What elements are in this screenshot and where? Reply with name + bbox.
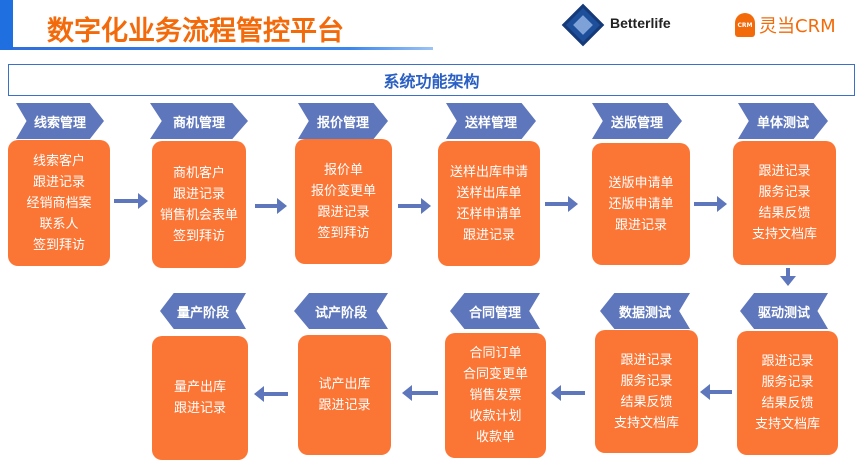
stage-box: 线索客户跟进记录经销商档案联系人签到拜访 <box>8 140 110 266</box>
stage-item: 跟进记录 <box>317 204 370 220</box>
stage-item: 跟进记录 <box>614 217 667 233</box>
stage-item: 签到拜访 <box>172 228 225 244</box>
stage-box: 送版申请单还版申请单跟进记录 <box>592 143 690 265</box>
stage-box: 合同订单合同变更单销售发票收款计划收款单 <box>445 333 546 458</box>
stage-item: 支持文档库 <box>754 417 820 432</box>
stage-item: 服务记录 <box>758 185 811 200</box>
stage-item: 销售机会表单 <box>159 207 238 223</box>
stage-item: 跟进记录 <box>462 227 515 243</box>
left-arrow-icon <box>551 385 585 401</box>
betterlife-logo: Betterlife <box>561 3 671 47</box>
stage-item: 跟进记录 <box>761 354 814 369</box>
stage-tag: 试产阶段 <box>294 293 388 329</box>
section-title: 系统功能架构 <box>8 64 855 96</box>
right-arrow-icon <box>114 193 148 209</box>
stage-tag: 数据测试 <box>600 293 690 329</box>
stage-item: 结果反馈 <box>761 396 814 411</box>
stage-item: 跟进记录 <box>318 398 371 413</box>
stage-item: 合同变更单 <box>462 367 528 382</box>
stage-item: 支持文档库 <box>613 415 679 431</box>
stage-tag: 报价管理 <box>298 103 388 139</box>
stage-item: 经销商档案 <box>26 195 92 211</box>
down-arrow-icon <box>780 268 796 286</box>
stage-item: 结果反馈 <box>758 206 811 221</box>
stage-box: 跟进记录服务记录结果反馈支持文档库 <box>595 330 698 453</box>
stage-box: 跟进记录服务记录结果反馈支持文档库 <box>737 331 838 455</box>
stage-item: 合同订单 <box>469 346 522 361</box>
brand-name-crm: 灵当CRM <box>759 16 836 37</box>
diamond-logo-icon <box>561 3 605 47</box>
stage-item: 跟进记录 <box>620 352 673 368</box>
stage-item: 服务记录 <box>620 373 673 389</box>
stage-tag: 送版管理 <box>592 103 682 139</box>
header-divider <box>13 47 433 50</box>
right-arrow-icon <box>694 196 727 212</box>
stage-item: 送版申请单 <box>608 175 674 191</box>
right-arrow-icon <box>545 196 578 212</box>
stage-item: 收款单 <box>475 430 515 445</box>
stage-box: 送样出库申请送样出库单还样申请单跟进记录 <box>438 141 540 266</box>
right-arrow-icon <box>255 198 287 214</box>
stage-box: 量产出库跟进记录 <box>152 336 248 460</box>
stage-item: 跟进记录 <box>173 401 226 416</box>
stage-item: 试产出库 <box>318 377 371 392</box>
stage-item: 送样出库申请 <box>449 164 528 180</box>
stage-item: 收款计划 <box>469 409 522 424</box>
brand-name: Betterlife <box>610 15 671 31</box>
stage-item: 报价变更单 <box>310 183 376 199</box>
stage-item: 签到拜访 <box>32 237 85 253</box>
page-title: 数字化业务流程管控平台 <box>47 16 344 47</box>
stage-item: 还样申请单 <box>456 206 522 222</box>
header-accent-bar <box>0 0 13 50</box>
stage-item: 联系人 <box>39 216 79 232</box>
left-arrow-icon <box>700 384 732 400</box>
stage-tag: 商机管理 <box>150 103 248 139</box>
stage-item: 签到拜访 <box>317 225 370 241</box>
stage-item: 跟进记录 <box>172 186 225 202</box>
stage-box: 报价单报价变更单跟进记录签到拜访 <box>295 139 392 264</box>
stage-item: 量产出库 <box>173 380 226 395</box>
stage-item: 报价单 <box>323 162 363 178</box>
stage-tag: 量产阶段 <box>160 293 246 329</box>
stage-item: 服务记录 <box>761 375 814 390</box>
stage-item: 跟进记录 <box>32 174 85 190</box>
left-arrow-icon <box>402 385 438 401</box>
stage-item: 支持文档库 <box>751 227 817 242</box>
stage-item: 线索客户 <box>32 153 85 169</box>
stage-box: 跟进记录服务记录结果反馈支持文档库 <box>733 141 836 265</box>
stage-tag: 送样管理 <box>446 103 536 139</box>
stage-item: 还版申请单 <box>608 196 674 212</box>
left-arrow-icon <box>254 386 288 402</box>
stage-item: 结果反馈 <box>620 394 673 410</box>
bell-logo-icon: CRM <box>735 13 755 37</box>
stage-tag: 单体测试 <box>738 103 828 139</box>
stage-box: 试产出库跟进记录 <box>298 335 391 455</box>
stage-tag: 线索管理 <box>16 103 104 139</box>
stage-box: 商机客户跟进记录销售机会表单签到拜访 <box>152 141 246 268</box>
stage-item: 跟进记录 <box>758 164 811 179</box>
stage-item: 商机客户 <box>172 165 225 181</box>
stage-item: 送样出库单 <box>456 185 522 201</box>
stage-tag: 驱动测试 <box>740 293 828 329</box>
stage-item: 销售发票 <box>469 388 522 403</box>
stage-tag: 合同管理 <box>450 293 540 329</box>
right-arrow-icon <box>398 198 431 214</box>
